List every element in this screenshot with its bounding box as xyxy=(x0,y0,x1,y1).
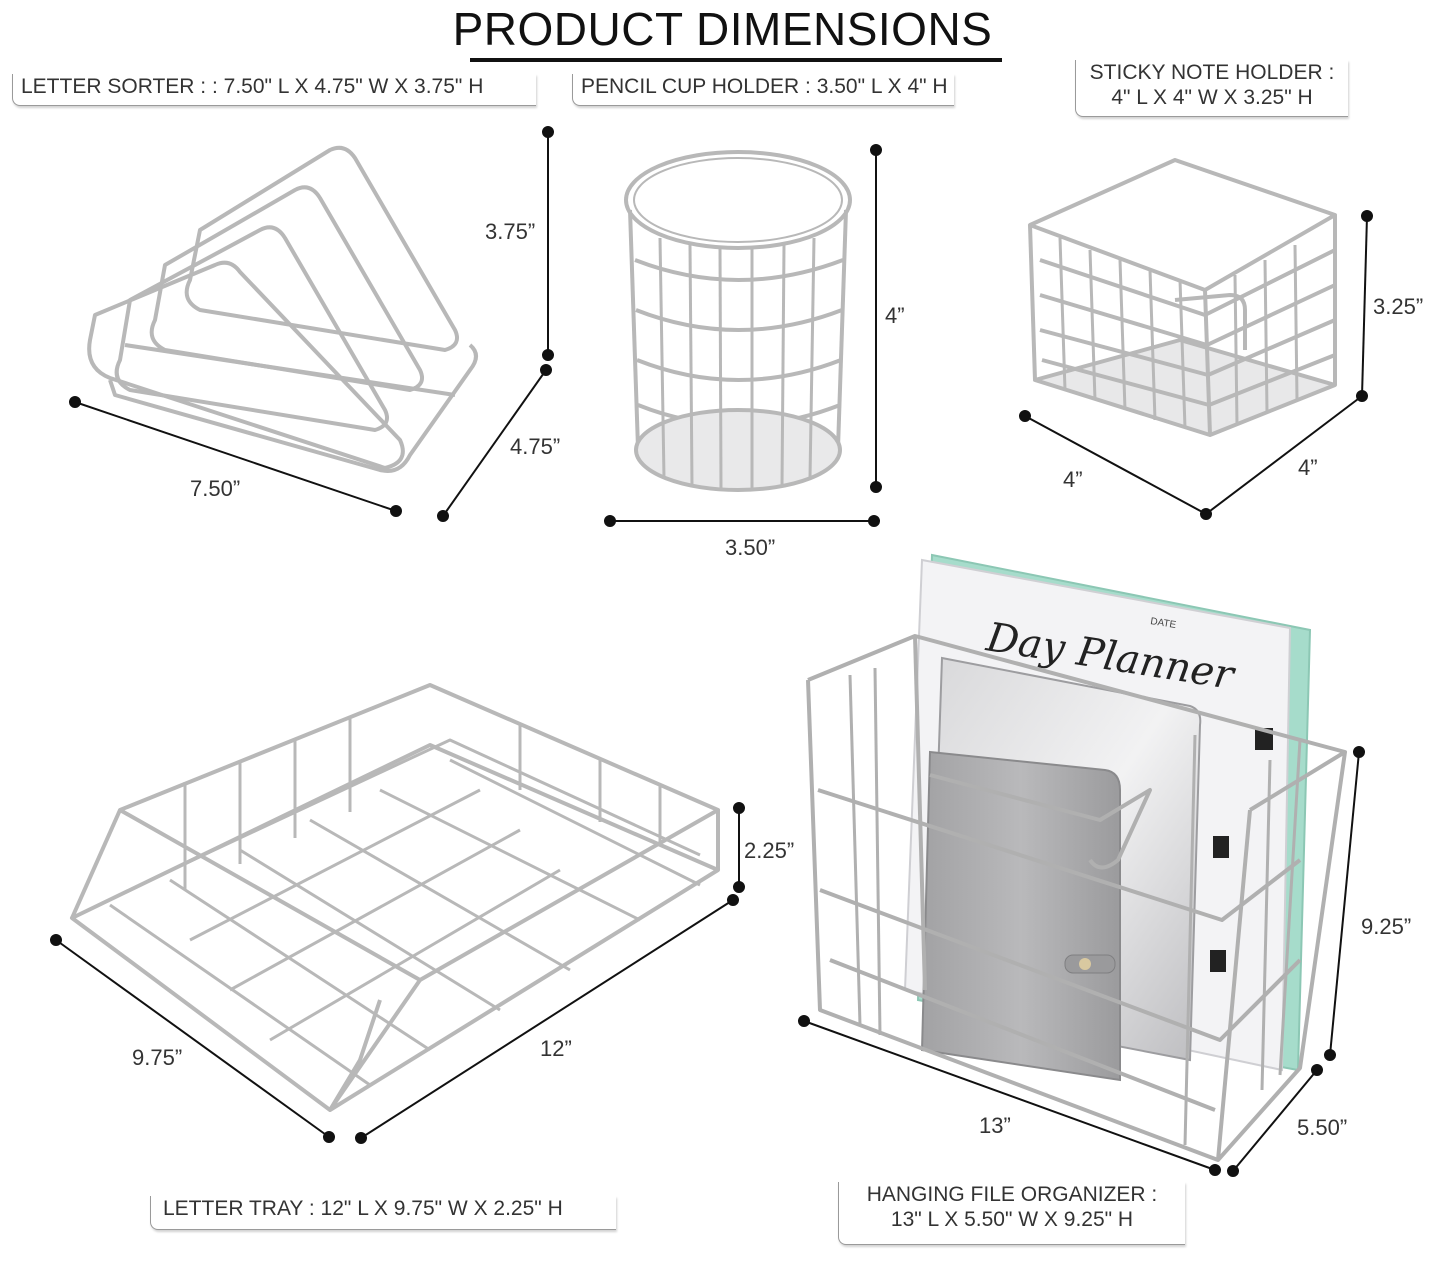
wire-basket xyxy=(806,634,1347,1162)
sticky-note-label: STICKY NOTE HOLDER : 4" L X 4" W X 3.25"… xyxy=(1075,60,1348,117)
planner-tab-mark xyxy=(1210,950,1226,972)
planner-tab-mark xyxy=(1213,836,1229,858)
cup-height-dim: 4” xyxy=(885,303,905,328)
sorter-width-dim: 4.75” xyxy=(510,434,561,459)
sticky-dimension-lines xyxy=(1019,210,1373,520)
pencil-cup-label-text: PENCIL CUP HOLDER : 3.50" L X 4" H xyxy=(581,75,948,98)
hanging-file-label: HANGING FILE ORGANIZER : 13" L X 5.50" W… xyxy=(838,1182,1185,1245)
hanging-file-label-line1: HANGING FILE ORGANIZER : xyxy=(866,1183,1158,1206)
file-dimension-lines xyxy=(798,746,1365,1177)
sorter-height-dim: 3.75” xyxy=(485,219,536,244)
sticky-left-dim: 4” xyxy=(1063,467,1083,492)
file-height-dim: 9.25” xyxy=(1361,914,1412,939)
sticky-right-dim: 4” xyxy=(1298,455,1318,480)
pencil-cup-image xyxy=(624,150,852,492)
tray-height-dim: 2.25” xyxy=(744,838,795,863)
sticky-note-label-line2: 4" L X 4" W X 3.25" H xyxy=(1111,86,1313,110)
grey-binder xyxy=(920,750,1121,1082)
sticky-note-holder-image xyxy=(1028,158,1337,437)
page-title: PRODUCT DIMENSIONS xyxy=(452,3,993,55)
letter-sorter-image xyxy=(87,145,478,473)
binder-snap xyxy=(1079,958,1091,970)
letter-tray-image xyxy=(70,683,720,1112)
tray-width-dim: 9.75” xyxy=(132,1045,183,1070)
letter-sorter-label-text: LETTER SORTER : : 7.50" L X 4.75" W X 3.… xyxy=(21,75,484,98)
pencil-cup-label: PENCIL CUP HOLDER : 3.50" L X 4" H xyxy=(572,74,954,106)
file-width-dim: 5.50” xyxy=(1297,1115,1348,1140)
letter-tray-label: LETTER TRAY : 12" L X 9.75" W X 2.25" H xyxy=(150,1196,616,1230)
hanging-file-label-line2: 13" L X 5.50" W X 9.25" H xyxy=(890,1208,1134,1232)
cup-width-dim: 3.50” xyxy=(725,535,776,560)
planner-date-label: DATE xyxy=(1150,616,1178,631)
letter-tray-label-text: LETTER TRAY : 12" L X 9.75" W X 2.25" H xyxy=(163,1197,563,1220)
title-underline xyxy=(470,58,1002,62)
sticky-height-dim: 3.25” xyxy=(1373,294,1424,319)
planner-tab-mark xyxy=(1255,728,1273,750)
sorter-dimension-lines xyxy=(69,126,554,522)
tray-length-dim: 12” xyxy=(540,1036,572,1061)
sticky-note-label-line1: STICKY NOTE HOLDER : xyxy=(1089,61,1335,84)
file-length-dim: 13” xyxy=(979,1113,1011,1138)
cup-dimension-lines xyxy=(604,144,882,527)
letter-sorter-label: LETTER SORTER : : 7.50" L X 4.75" W X 3.… xyxy=(12,74,536,106)
sorter-length-dim: 7.50” xyxy=(190,476,241,501)
tray-dimension-lines xyxy=(50,802,745,1144)
hanging-file-organizer-image: Day Planner DATE xyxy=(806,553,1347,1162)
